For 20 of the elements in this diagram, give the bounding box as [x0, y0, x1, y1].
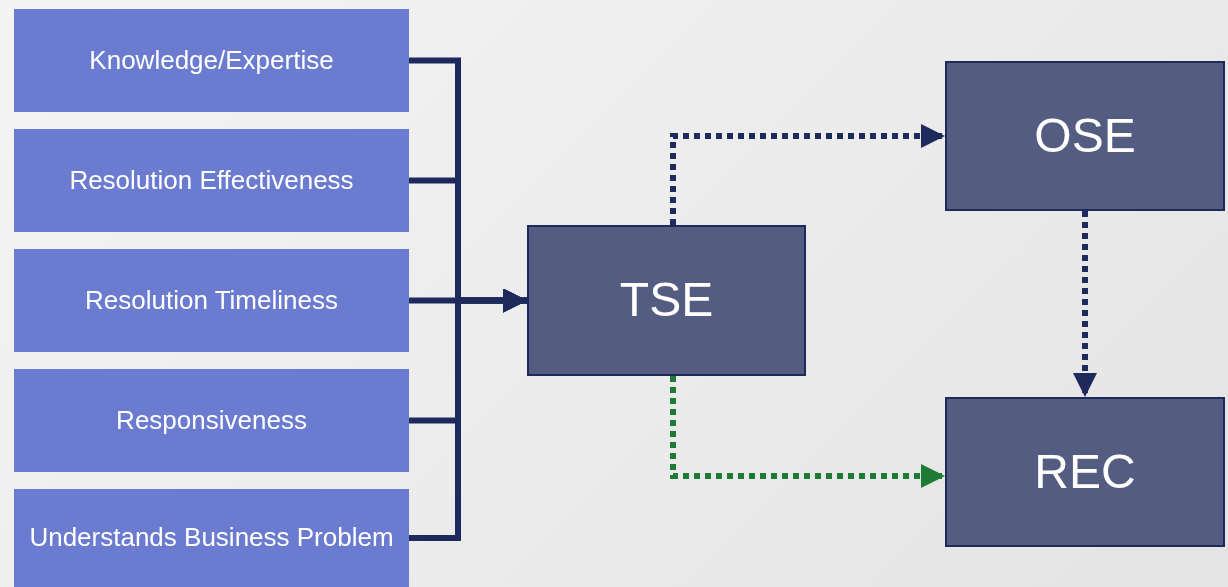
factor-box [14, 129, 409, 232]
box-label: Resolution Effectiveness [69, 163, 354, 197]
factor-box [14, 369, 409, 472]
connector-arrow [670, 376, 945, 488]
box-label: TSE [619, 272, 714, 329]
factor-box [14, 249, 409, 352]
box-label: REC [1034, 443, 1136, 500]
box-label: Understands Business Problem [29, 521, 394, 555]
factor-box [14, 9, 409, 112]
box-label: Resolution Timeliness [85, 283, 338, 317]
box-label: OSE [1034, 107, 1136, 164]
connector-arrow [409, 288, 527, 541]
process-box [945, 397, 1225, 547]
box-label: Knowledge/Expertise [89, 43, 334, 77]
box-label: Responsiveness [116, 403, 307, 437]
process-box [945, 61, 1225, 211]
connector-arrow [1073, 211, 1097, 397]
connector-arrow [670, 124, 945, 225]
factor-box [14, 489, 409, 587]
process-box [527, 225, 806, 376]
